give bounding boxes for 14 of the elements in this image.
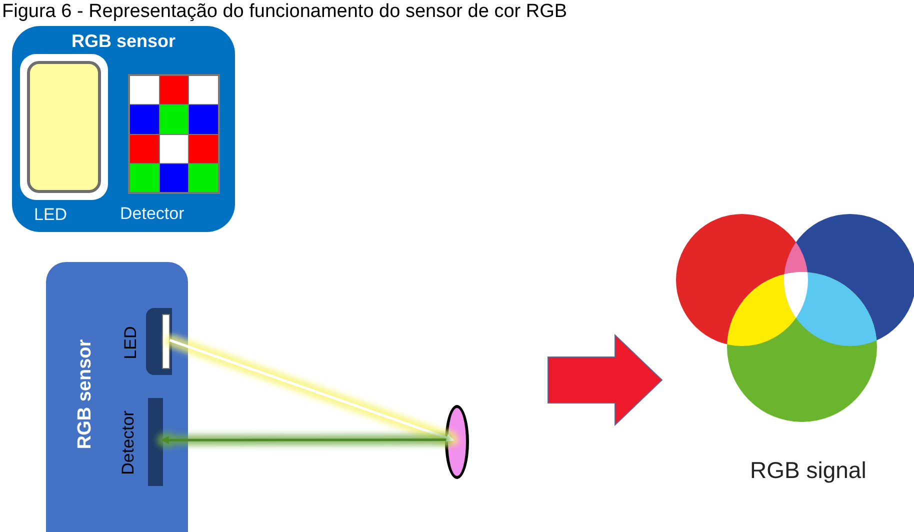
sensor-panel <box>12 26 235 232</box>
sensor-label: RGB sensor <box>74 339 97 450</box>
led-label: LED <box>120 326 141 360</box>
detector-label: Detector <box>117 410 138 475</box>
detector-label: Detector <box>120 203 184 225</box>
figure-title: Figura 6 - Representação do funcionamento do sensor de cor RGB <box>2 0 568 24</box>
panel-title: RGB sensor <box>70 30 177 53</box>
sensor-body <box>46 262 188 532</box>
signal-label: RGB signal <box>750 456 866 485</box>
detector-unit <box>120 396 166 486</box>
led-label: LED <box>34 204 68 226</box>
block-arrow <box>548 334 663 426</box>
light-ray-arrow <box>160 436 446 444</box>
light-ray-arrow <box>169 338 454 442</box>
